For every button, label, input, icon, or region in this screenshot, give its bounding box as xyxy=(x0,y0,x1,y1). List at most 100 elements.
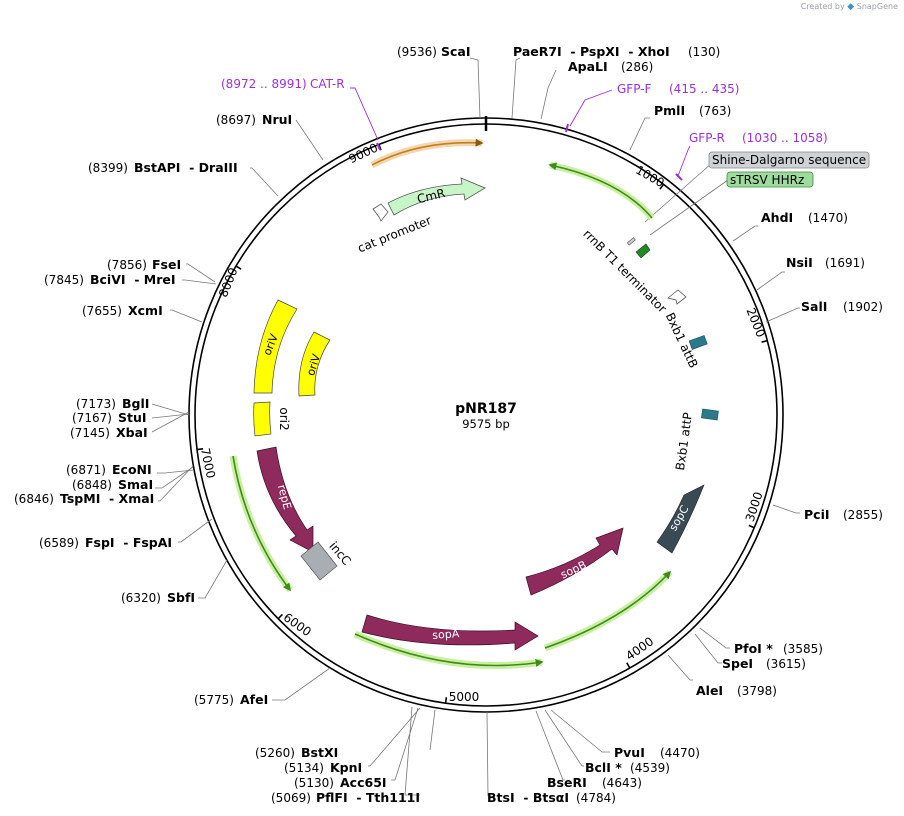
enzyme-pos-fsei: (7856) xyxy=(107,258,147,272)
enzyme-name-stui[interactable]: StuI xyxy=(118,410,147,425)
primer-name-gfp-r[interactable]: GFP-R xyxy=(689,131,725,145)
enzyme-name-paer7i-pspxi-xhoi[interactable]: PaeR7I - PspXI - XhoI xyxy=(513,44,670,59)
shine-dalgarno-box[interactable] xyxy=(708,151,870,169)
boxed-feature-labels: Shine-Dalgarno sequence sTRSV HHRz xyxy=(708,151,870,188)
enzyme-pos-bgli: (7173) xyxy=(76,397,116,411)
enzyme-pos-acc65i: (5130) xyxy=(294,776,334,790)
scale-tick-5000 xyxy=(444,697,448,704)
ori2-block xyxy=(253,401,272,437)
enzyme-name-apali[interactable]: ApaLI xyxy=(568,59,608,74)
enzyme-name-btsi-btsai[interactable]: BtsI - BtsαI xyxy=(487,790,569,805)
primer-name-cat-r[interactable]: CAT-R xyxy=(310,77,345,91)
enzyme-pos-econi: (6871) xyxy=(66,463,106,477)
scale-tick-1000 xyxy=(659,183,665,190)
enzyme-name-bgli[interactable]: BglI xyxy=(122,396,149,411)
primer-labels: (8972 .. 8991) CAT-R GFP-F (415 .. 435) … xyxy=(221,77,828,145)
enzyme-pos-sbfi: (6320) xyxy=(121,591,161,605)
enzyme-pos-bstapi: (8399) xyxy=(88,161,128,175)
strsv-hhrz-box[interactable] xyxy=(726,171,814,188)
enzyme-name-scai[interactable]: ScaI xyxy=(441,44,471,59)
enzyme-name-ahdi[interactable]: AhdI xyxy=(761,210,793,225)
enzyme-pos-nrui: (8697) xyxy=(216,113,256,127)
rrnb-t1-terminator-label[interactable]: rrnB T1 terminator xyxy=(580,227,669,316)
scale-tick-3000 xyxy=(748,524,755,529)
sopa-arrow xyxy=(361,614,539,651)
bxb1-attp-label[interactable]: Bxb1 attP xyxy=(673,412,695,472)
incc-block xyxy=(300,541,338,581)
cat-promoter-label[interactable]: cat promoter xyxy=(356,213,434,255)
shine-dalgarno-label: Shine-Dalgarno sequence xyxy=(712,153,866,167)
enzyme-pos-btsi: (4784) xyxy=(576,791,616,805)
enzyme-pos-stui: (7167) xyxy=(72,411,112,425)
enzyme-pos-bstxi: (5260) xyxy=(255,746,295,760)
enzyme-name-tspmi-xmai[interactable]: TspMI - XmaI xyxy=(60,491,154,506)
enzyme-pos-ahdi: (1470) xyxy=(808,211,848,225)
enzyme-pos-fspi: (6589) xyxy=(39,536,79,550)
scale-tick-2000 xyxy=(761,339,768,343)
oriv-inner-block xyxy=(298,331,331,397)
oriv-outer-block xyxy=(253,299,298,394)
enzyme-name-fspi-fspai[interactable]: FspI - FspAI xyxy=(85,535,172,550)
orf-arc-bottom-right xyxy=(544,570,672,649)
repe-label[interactable]: repE xyxy=(275,483,294,511)
scale-tick-7000 xyxy=(196,448,204,451)
enzyme-name-smai[interactable]: SmaI xyxy=(118,477,153,492)
cat-promoter-arrow xyxy=(372,203,389,222)
scale-tick-6000 xyxy=(277,613,283,620)
enzyme-name-alei[interactable]: AleI xyxy=(696,683,723,698)
enzyme-name-sali[interactable]: SalI xyxy=(801,299,827,314)
enzyme-labels: (9536) ScaI PaeR7I - PspXI - XhoI (130) … xyxy=(14,44,883,805)
snapgene-logo-icon: ◆ xyxy=(847,2,855,12)
enzyme-pos-paer7i: (130) xyxy=(688,45,720,59)
sopb-label[interactable]: sopB xyxy=(559,558,589,581)
enzyme-name-sbfi[interactable]: SbfI xyxy=(167,590,195,605)
enzyme-name-xbai[interactable]: XbaI xyxy=(116,425,148,440)
ori2-label[interactable]: ori2 xyxy=(277,407,291,430)
primer-pos-gfp-f: (415 .. 435) xyxy=(669,82,739,96)
orf-arc-top-right xyxy=(548,162,653,219)
enzyme-pos-pcii: (2855) xyxy=(843,508,883,522)
enzyme-name-acc65i[interactable]: Acc65I xyxy=(340,775,387,790)
snapgene-branding: Created by ◆ SnapGene xyxy=(801,2,898,12)
primer-name-gfp-f[interactable]: GFP-F xyxy=(617,82,652,96)
enzyme-pos-pmli: (763) xyxy=(699,104,731,118)
primer-binding-ticks xyxy=(376,123,683,181)
enzyme-pos-xbai: (7145) xyxy=(70,426,110,440)
enzyme-name-pfoi[interactable]: PfoI * xyxy=(734,641,773,656)
enzyme-name-pvui[interactable]: PvuI xyxy=(614,745,645,760)
enzyme-name-fsei[interactable]: FseI xyxy=(152,257,181,272)
enzyme-pos-apali: (286) xyxy=(621,60,653,74)
created-by-text: Created by xyxy=(800,2,845,11)
enzyme-pos-pfoi: (3585) xyxy=(783,642,823,656)
enzyme-name-bstapi-draiii[interactable]: BstAPI - DraIII xyxy=(134,160,238,175)
enzyme-name-nsii[interactable]: NsiI xyxy=(786,255,813,270)
cmr-label[interactable]: CmR xyxy=(416,186,447,206)
enzyme-name-pflfi-tth111i[interactable]: PflFI - Tth111I xyxy=(316,790,420,805)
enzyme-name-nrui[interactable]: NruI xyxy=(262,112,292,127)
cmr-arrow xyxy=(387,177,486,216)
tick-label-8000: 8000 xyxy=(216,266,240,300)
enzyme-name-econi[interactable]: EcoNI xyxy=(112,462,152,477)
sopa-label[interactable]: sopA xyxy=(432,627,460,642)
enzyme-pos-xcmi: (7655) xyxy=(82,304,122,318)
enzyme-name-bcivi-mrei[interactable]: BciVI - MreI xyxy=(90,272,176,287)
enzyme-pos-kpni: (5134) xyxy=(284,761,324,775)
bxb1-attb-arrow xyxy=(667,289,687,305)
enzyme-name-bcli[interactable]: BclI * xyxy=(585,760,622,775)
enzyme-name-bseri[interactable]: BseRI xyxy=(547,775,587,790)
enzyme-name-pmli[interactable]: PmlI xyxy=(654,103,685,118)
enzyme-name-xcmi[interactable]: XcmI xyxy=(128,303,163,318)
snapgene-product-text: SnapGene xyxy=(856,2,898,11)
enzyme-name-bstxi[interactable]: BstXI xyxy=(301,745,338,760)
enzyme-name-afei[interactable]: AfeI xyxy=(240,692,268,707)
enzyme-name-pcii[interactable]: PciI xyxy=(804,507,830,522)
enzyme-pos-scai: (9536) xyxy=(397,45,437,59)
enzyme-name-kpni[interactable]: KpnI xyxy=(330,760,362,775)
enzyme-pos-alei: (3798) xyxy=(737,684,777,698)
plasmid-length: 9575 bp xyxy=(462,417,510,431)
enzyme-name-spei[interactable]: SpeI xyxy=(722,656,753,671)
enzyme-pos-spei: (3615) xyxy=(766,657,806,671)
enzyme-pos-bcivi: (7845) xyxy=(44,273,84,287)
enzyme-pos-pvui: (4470) xyxy=(660,746,700,760)
